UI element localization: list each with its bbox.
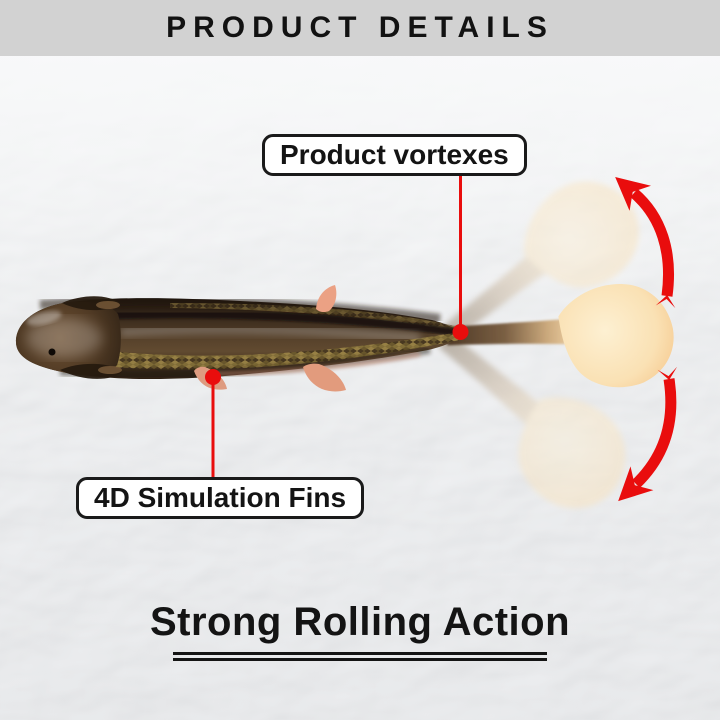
pectoral-fin-bottom-gloss xyxy=(98,366,122,374)
paddle-tail-down-ghost xyxy=(438,332,626,509)
pectoral-fin-top-gloss xyxy=(96,301,120,309)
caption-text: Strong Rolling Action xyxy=(149,600,571,644)
head-specular xyxy=(26,318,102,358)
header-band: PRODUCT DETAILS xyxy=(0,0,720,56)
eye xyxy=(48,348,56,356)
tail-swing-arrow-up-icon xyxy=(615,176,676,309)
lure-body xyxy=(16,285,462,392)
scale-band-side xyxy=(100,332,460,370)
tail-swing-arrow-down-icon xyxy=(618,366,678,502)
page-title: PRODUCT DETAILS xyxy=(166,11,554,44)
caption-double-underline xyxy=(173,652,547,661)
fins-callout-label: 4D Simulation Fins xyxy=(76,477,365,519)
fins-pointer-dot xyxy=(205,369,221,385)
vortex-pointer-dot xyxy=(452,324,469,340)
fins-callout-text: 4D Simulation Fins xyxy=(94,482,347,513)
body-gloss xyxy=(119,324,421,343)
vortex-callout-text: Product vortexes xyxy=(280,139,509,170)
vortex-callout-label: Product vortexes xyxy=(262,134,527,176)
anal-fin xyxy=(303,363,346,392)
caption-block: Strong Rolling Action xyxy=(0,600,720,661)
